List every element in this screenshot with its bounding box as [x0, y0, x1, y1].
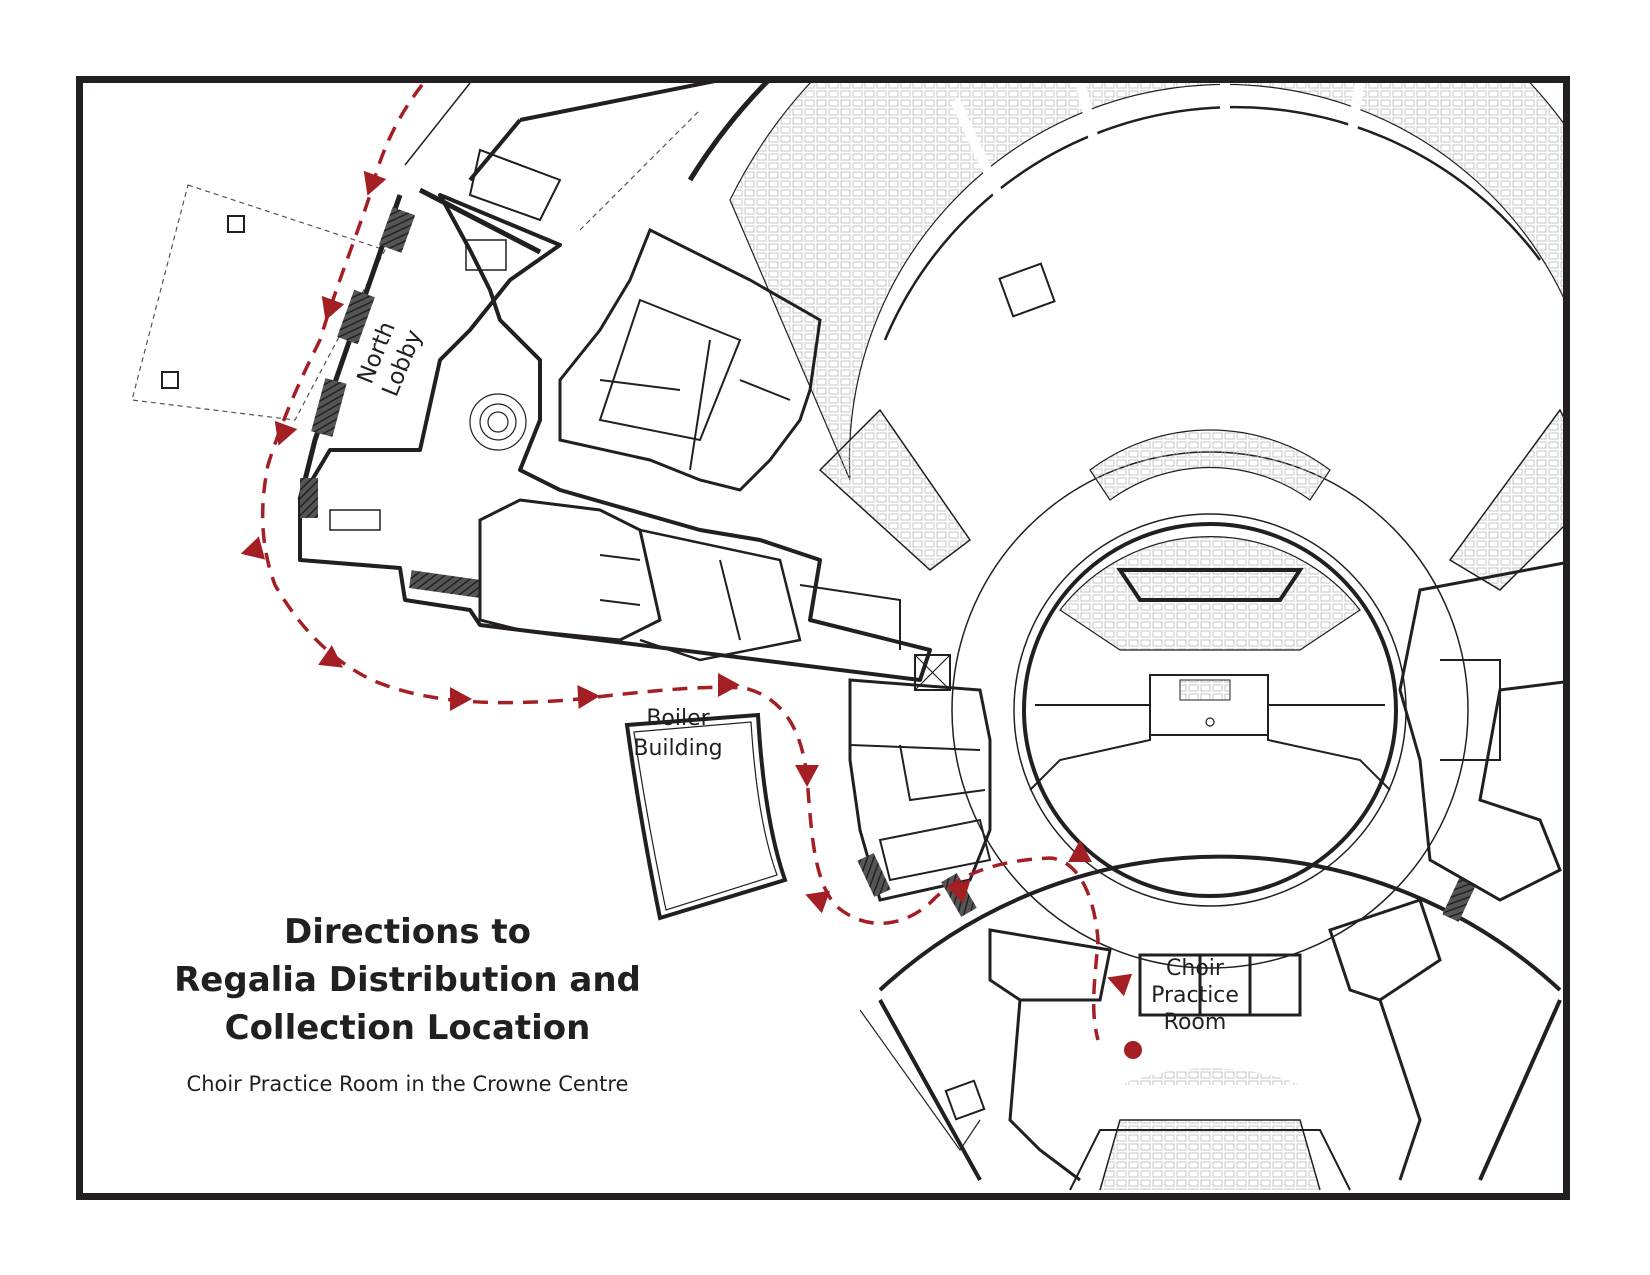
- route-arrowhead: [946, 879, 971, 904]
- destination-dot: [1124, 1041, 1142, 1059]
- route-arrowhead: [577, 685, 600, 709]
- map-title-line: Directions to: [283, 912, 531, 952]
- route-arrowhead: [795, 765, 819, 787]
- boiler-building: [624, 712, 788, 921]
- north-wing: [131, 83, 932, 682]
- route-arrowhead: [805, 890, 831, 914]
- route-arrowhead: [363, 170, 387, 196]
- route: [240, 83, 1142, 1059]
- room-label-boiler-building: Boiler Building: [608, 704, 748, 764]
- map-title: Directions to Regalia Distribution and C…: [140, 908, 675, 1052]
- route-arrowhead: [1107, 973, 1133, 997]
- route-arrowhead: [1068, 840, 1092, 862]
- route-arrowhead: [321, 295, 345, 321]
- room-label-line: Boiler: [646, 706, 710, 731]
- map-title-line: Collection Location: [224, 1008, 591, 1048]
- room-label-line: Choir: [1166, 956, 1224, 981]
- room-label-line: Room: [1163, 1010, 1227, 1035]
- title-block: Directions to Regalia Distribution and C…: [140, 908, 675, 1098]
- arena-seating: [687, 83, 1563, 591]
- route-arrowhead: [450, 687, 472, 711]
- interior-rooms: [478, 227, 951, 691]
- room-label-line: Practice: [1151, 983, 1239, 1008]
- building-linework: [131, 83, 1563, 1191]
- map-title-line: Regalia Distribution and: [174, 960, 641, 1000]
- route-arrowhead: [240, 536, 266, 560]
- route-line: [260, 83, 1100, 1041]
- route-arrowhead: [318, 645, 344, 668]
- route-arrowhead: [274, 420, 298, 446]
- east-rooms: [1398, 561, 1563, 902]
- map-subtitle: Choir Practice Room in the Crowne Centre: [186, 1072, 629, 1096]
- room-label-choir-practice-room: Choir Practice Room: [1125, 955, 1265, 1036]
- route-arrowhead: [718, 673, 740, 697]
- room-label-line: Building: [633, 736, 723, 761]
- arena-floor: [951, 429, 1469, 969]
